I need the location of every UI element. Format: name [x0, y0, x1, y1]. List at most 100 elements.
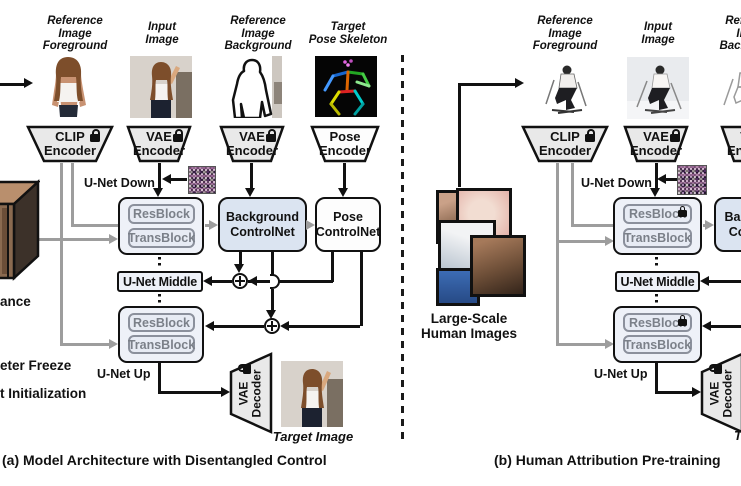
arrowhead [109, 339, 118, 349]
arrowhead [705, 220, 714, 230]
arrowhead [605, 236, 614, 246]
label-reference-image-background-b: Reference Image Background [719, 15, 741, 53]
label-input-image-a: Input Image [145, 21, 179, 46]
vae-encoder-input-b: VAE Encoder [623, 125, 689, 163]
arrowhead [221, 387, 230, 397]
unet-down-label-b: U-Net Down [581, 176, 652, 190]
connector-line [360, 252, 363, 326]
connector-line [205, 224, 211, 227]
noise-latent-a [188, 166, 216, 194]
clip-guidance-line [71, 224, 118, 227]
clip-guidance-line [556, 343, 606, 346]
arrowhead [109, 234, 118, 244]
label-reference-image-foreground-a: Reference Image Foreground [42, 15, 108, 53]
legend-fragment-parameter-freeze: eter Freeze [0, 358, 72, 373]
target-image-label-b: Target Image [734, 428, 741, 443]
transblock-down-a: TransBlock [128, 228, 195, 248]
background-controlnet-a: Background ControlNet [218, 197, 307, 252]
target-pose-skeleton-image-a [315, 56, 377, 117]
clip-guidance-line [71, 163, 74, 226]
vae-encoder-background-b: VAE Encoder [720, 125, 741, 163]
legend-fragment-weight-initialization: t Initialization [0, 386, 87, 401]
vae-encoder-background-a: VAE Encoder [219, 125, 285, 163]
connector-line [271, 289, 274, 310]
resblock-up-a: ResBlock [128, 313, 195, 332]
lock-icon [585, 129, 595, 142]
caption-a: (a) Model Architecture with Disentangled… [2, 452, 327, 468]
arrowhead [245, 188, 255, 197]
vae-decoder-b: VAE Decoder [700, 352, 741, 434]
clip-encoder-b: CLIP Encoder [521, 125, 609, 163]
transblock-up-b: TransBlock [623, 335, 692, 354]
lock-icon [670, 129, 680, 142]
ellipsis-dots [158, 257, 161, 269]
pose-encoder-a: Pose Encoder [310, 125, 380, 163]
arrowhead [306, 220, 315, 230]
connector-line [158, 391, 222, 394]
clip-encoder-a: CLIP Encoder [26, 125, 114, 163]
label-target-pose-skeleton-a: Target Pose Skeleton [308, 21, 388, 46]
arrowhead [515, 78, 524, 88]
unet-middle-b: U-Net Middle [615, 271, 700, 292]
appearance-guidance-line [30, 238, 110, 241]
lock-icon [173, 129, 183, 142]
clip-guidance-line [571, 224, 613, 227]
connector-line [458, 84, 461, 187]
clip-guidance-line [60, 343, 110, 346]
arrowhead [700, 276, 709, 286]
reference-foreground-image-b [545, 65, 587, 114]
reference-foreground-image-a [52, 57, 86, 117]
clip-guidance-line [60, 163, 63, 346]
ellipsis-dots [655, 294, 658, 305]
arrowhead [338, 188, 348, 197]
connector-line [158, 363, 161, 393]
transblock-up-a: TransBlock [128, 335, 195, 354]
connector-line [213, 325, 264, 328]
large-scale-human-images-label: Large-Scale Human Images [420, 311, 518, 341]
label-reference-image-background-a: Reference Image Background [224, 15, 292, 53]
label-reference-image-foreground-b: Reference Image Foreground [532, 15, 598, 53]
lock-icon [90, 129, 100, 142]
target-image-label-a: Target Image [272, 429, 354, 444]
unet-up-label-a: U-Net Up [97, 367, 151, 381]
connector-line [710, 325, 741, 328]
input-image-b [627, 57, 689, 119]
clip-guidance-line [556, 240, 606, 243]
connector-line [250, 163, 253, 188]
resblock-down-b: ResBlock [623, 204, 692, 224]
arrowhead [702, 321, 711, 331]
arrowhead [203, 276, 212, 286]
caption-b: (b) Human Attribution Pre-training [494, 452, 721, 468]
connector-line [158, 163, 161, 188]
connector-line [239, 252, 242, 265]
label-input-image-b: Input Image [641, 21, 675, 46]
arrowhead [248, 276, 257, 286]
vae-decoder-a: VAE Decoder [229, 352, 273, 434]
connector-line [331, 252, 334, 282]
connector-line [655, 363, 658, 393]
resblock-down-a: ResBlock [128, 204, 195, 224]
connector-line [171, 178, 187, 181]
line-hop [270, 274, 280, 289]
unet-up-label-b: U-Net Up [594, 367, 648, 381]
vae-encoder-input-a: VAE Encoder [126, 125, 192, 163]
arrowhead [650, 188, 660, 197]
lock-icon [266, 129, 276, 142]
input-image-a [130, 56, 192, 118]
arrowhead [280, 321, 289, 331]
panel-divider [401, 55, 404, 445]
add-operator [264, 318, 280, 334]
transblock-down-b: TransBlock [623, 228, 692, 248]
connector-line [211, 280, 232, 283]
connector-line [248, 280, 333, 283]
connector-line [708, 280, 741, 283]
arrowhead [605, 339, 614, 349]
noise-latent-b [677, 165, 707, 195]
human-photo [470, 235, 526, 297]
ellipsis-dots [158, 294, 161, 305]
connector-line [666, 178, 677, 181]
reference-background-image-b [716, 57, 741, 119]
arrowhead [692, 387, 701, 397]
connector-line [655, 391, 693, 394]
